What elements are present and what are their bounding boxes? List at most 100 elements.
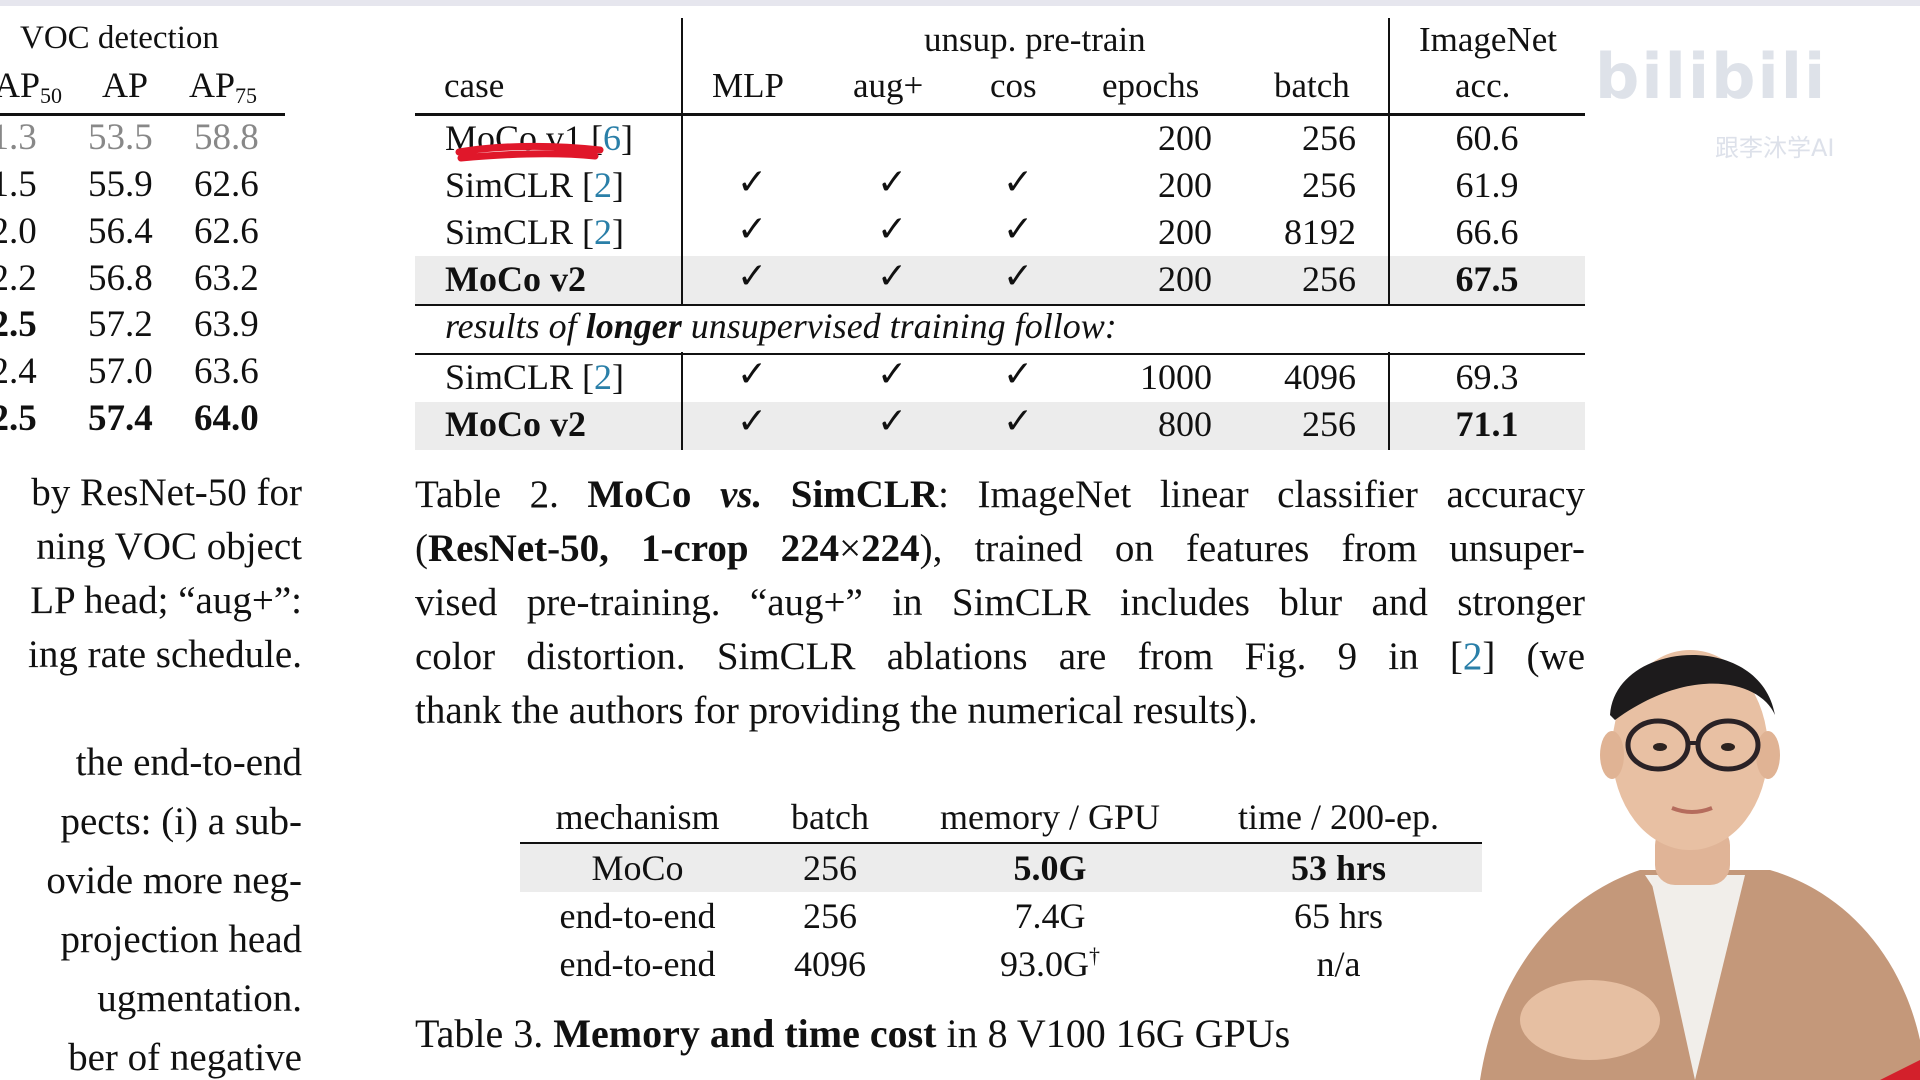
voc-cell-ap50: 82.5 [0,398,37,439]
checkmark-icon: ✓ [877,401,908,442]
checkmark-icon: ✓ [737,401,768,442]
table2-cell-acc: 60.6 [1455,118,1519,158]
caption2-ref-link[interactable]: 2 [1462,635,1483,678]
voc-cell-ap75: 64.0 [194,398,259,439]
caption2-line-5: thank the authors for providing the nume… [415,689,1258,732]
voc-cell-ap50: 81.5 [0,164,37,205]
voc-title: VOC detection [20,20,219,56]
table3-cell-memory: 7.4G [905,895,1195,937]
table3-cell-batch: 256 [803,848,857,888]
checkmark-icon: ✓ [877,209,908,250]
voc-cell-ap: 57.2 [88,304,153,345]
table2-cell-acc: 69.3 [1455,357,1519,397]
table3-cell-mechanism: end-to-end [559,944,716,984]
citation-link[interactable]: 6 [603,118,622,158]
voc-cell-ap50: 82.4 [0,351,37,392]
table3-cell-mechanism: end-to-end [559,896,716,936]
table2-cell-epochs: 200 [1158,212,1212,252]
table2-col-acc: acc. [1455,66,1511,105]
checkmark-icon: ✓ [1003,354,1034,395]
voc-cell-ap: 55.9 [88,164,153,205]
voc-cell-ap75: 63.2 [194,258,259,299]
table2-cell-acc: 67.5 [1455,259,1519,299]
table2-cell-case: SimCLR [2] [445,212,625,252]
table2-cell-epochs: 200 [1158,165,1212,205]
left-text-line: pects: (i) a sub- [60,800,302,843]
table2-group-header: unsup. pre-train [924,20,1146,59]
voc-cell-ap: 56.4 [88,211,153,252]
voc-cell-ap50: 82.0 [0,211,37,252]
left-column: VOC detection AP50 AP AP75 81.353.558.88… [0,0,310,1080]
table2-cell-batch: 256 [1302,259,1356,299]
table3-cell-memory: 93.0G† [905,943,1195,985]
voc-cell-ap75: 62.6 [194,164,259,205]
caption2-line-3: vised pre-training. “aug+” in SimCLR inc… [415,581,1585,624]
table2-cell-case: SimCLR [2] [445,357,625,397]
left-text-line: ning VOC object [36,525,302,568]
table3-caption: Table 3. Memory and time cost in 8 V100 … [415,1011,1291,1056]
checkmark-icon: ✓ [737,354,768,395]
table3-cell-time: n/a [1316,944,1361,984]
checkmark-icon: ✓ [877,354,908,395]
voc-cell-ap: 53.5 [88,117,153,158]
table3-cell-memory: 5.0G [905,847,1195,889]
table2-row-shade [415,256,1585,304]
dagger-mark: † [1089,943,1100,968]
case-name: SimCLR [445,212,574,252]
left-text-line: ber of negative [68,1036,302,1079]
table2-col-cos: cos [990,66,1037,105]
memory-value: 93.0G [1000,944,1089,984]
table2-cell-epochs: 200 [1158,259,1212,299]
table3-col-memory: memory / GPU [940,797,1160,837]
voc-cell-ap75: 58.8 [194,117,259,158]
voc-cell-ap75: 62.6 [194,211,259,252]
table3-cell-batch: 256 [803,896,857,936]
voc-header-rule [0,113,285,116]
checkmark-icon: ✓ [877,256,908,297]
table2-row-shade [415,402,1585,450]
left-text-line: the end-to-end [75,741,302,784]
case-name: SimCLR [445,357,574,397]
citation-link[interactable]: 2 [594,212,613,252]
left-text-line: ugmentation. [97,977,302,1020]
table2-cell-epochs: 1000 [1140,357,1212,397]
checkmark-icon: ✓ [1003,162,1034,203]
presenter-video-overlay [1480,650,1920,1080]
checkmark-icon: ✓ [737,256,768,297]
table2-cell-acc: 66.6 [1455,212,1519,252]
voc-cell-ap: 56.8 [88,258,153,299]
voc-cell-ap: 57.0 [88,351,153,392]
left-text-line: ing rate schedule. [28,633,302,676]
checkmark-icon: ✓ [737,162,768,203]
checkmark-icon: ✓ [1003,401,1034,442]
table2-header-rule [415,113,1585,116]
table2-cell-epochs: 800 [1158,404,1212,444]
memory-value: 5.0G [1013,848,1087,888]
table2-cell-batch: 256 [1302,118,1356,158]
checkmark-icon: ✓ [1003,256,1034,297]
table2-imagenet-header: ImageNet [1419,20,1557,59]
left-text-line: by ResNet-50 for [31,471,302,514]
table2-caption: Table 2. MoCo vs. SimCLR: ImageNet linea… [415,468,1585,738]
table2-cell-case: SimCLR [2] [445,165,625,205]
table2-cell-case: MoCo v2 [445,403,586,445]
table2-mid-rule-2 [415,353,1585,355]
voc-cell-ap50: 81.3 [0,117,37,158]
voc-header-ap: AP [102,65,149,105]
citation-link[interactable]: 2 [594,165,613,205]
table3-cell-mechanism: MoCo [591,848,684,888]
table3-cell-time: 53 hrs [1290,848,1386,888]
voc-cell-ap75: 63.9 [194,304,259,345]
voc-header-ap50: AP50 [0,65,63,108]
table3-cell-time: 65 hrs [1294,896,1383,936]
table3-header-rule [520,842,1482,845]
table2-cell-acc: 61.9 [1455,165,1519,205]
table2-mid-rule-1 [415,304,1585,306]
table2-col-batch: batch [1274,66,1350,105]
citation-link[interactable]: 2 [594,357,613,397]
checkmark-icon: ✓ [1003,209,1034,250]
caption2-line-1: Table 2. MoCo vs. SimCLR: ImageNet linea… [415,473,1586,516]
table2-cell-acc: 71.1 [1455,404,1519,444]
checkmark-icon: ✓ [877,162,908,203]
table3-col-batch: batch [791,797,869,837]
